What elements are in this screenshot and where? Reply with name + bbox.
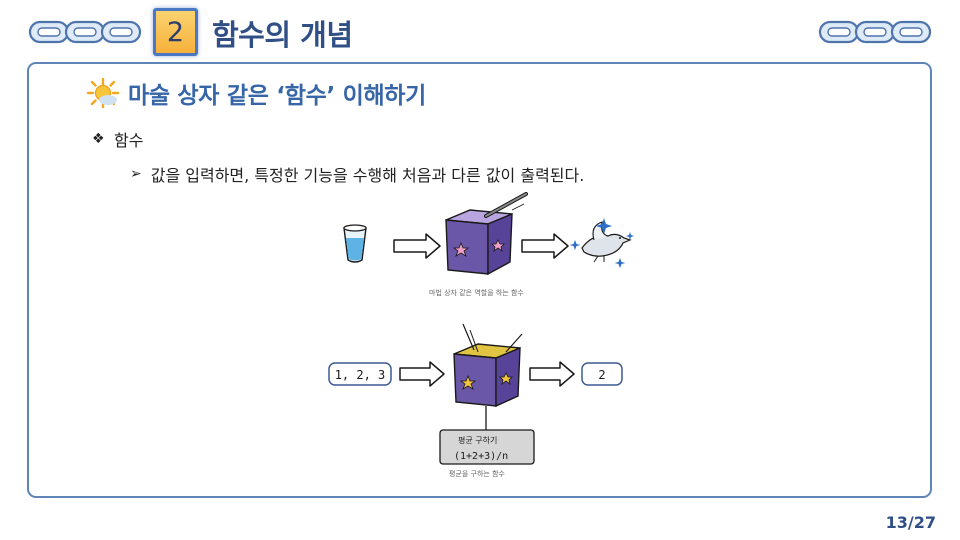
- function-box-icon: [453, 323, 523, 430]
- page-number: 13/27: [885, 513, 936, 532]
- output-arrow-icon: [521, 233, 569, 259]
- page-title: 함수의 개념: [212, 18, 353, 52]
- magic-box-icon: [445, 192, 528, 276]
- content-frame: [27, 62, 932, 498]
- function-output-arrow-icon: [529, 361, 575, 387]
- average-function-figure: 1, 2, 3 2 평균 구하기 (1+2+3)/n: [328, 323, 623, 465]
- function-formula-label: (1+2+3)/n: [454, 451, 508, 462]
- function-input-arrow-icon: [399, 361, 445, 387]
- figure1-caption: 마법 상자 같은 역할을 하는 함수: [429, 289, 524, 297]
- figure2-caption: 평균을 구하는 함수: [449, 470, 505, 478]
- section-number-badge: 2: [153, 8, 198, 56]
- heading-text: 마술 상자 같은 ‘함수’ 이해하기: [128, 83, 427, 109]
- input-arrow-icon: [393, 233, 441, 259]
- section-number: 2: [166, 16, 185, 48]
- bullet-level1: ❖ 함수: [92, 127, 143, 151]
- dove-icon: [581, 221, 632, 263]
- magic-box-figure: [343, 192, 634, 276]
- function-name-label: 평균 구하기: [458, 435, 497, 445]
- slide-heading: 마술 상자 같은 ‘함수’ 이해하기: [86, 76, 426, 110]
- bullet-level2: ➢ 값을 입력하면, 특정한 기능을 수행해 처음과 다른 값이 출력된다.: [130, 162, 584, 186]
- diamond-bullet-icon: ❖: [92, 131, 105, 147]
- bullet-level2-text: 값을 입력하면, 특정한 기능을 수행해 처음과 다른 값이 출력된다.: [150, 166, 585, 185]
- output-value-label: 2: [598, 368, 605, 382]
- water-glass-icon: [343, 224, 367, 263]
- arrow-bullet-icon: ➢: [130, 166, 142, 182]
- sparkle-icons: [569, 218, 634, 268]
- input-values-label: 1, 2, 3: [335, 368, 386, 382]
- chain-decoration-right: [818, 20, 932, 44]
- bullet-level1-text: 함수: [114, 131, 144, 150]
- chain-decoration-left: [28, 20, 142, 44]
- sun-icon: [86, 78, 120, 108]
